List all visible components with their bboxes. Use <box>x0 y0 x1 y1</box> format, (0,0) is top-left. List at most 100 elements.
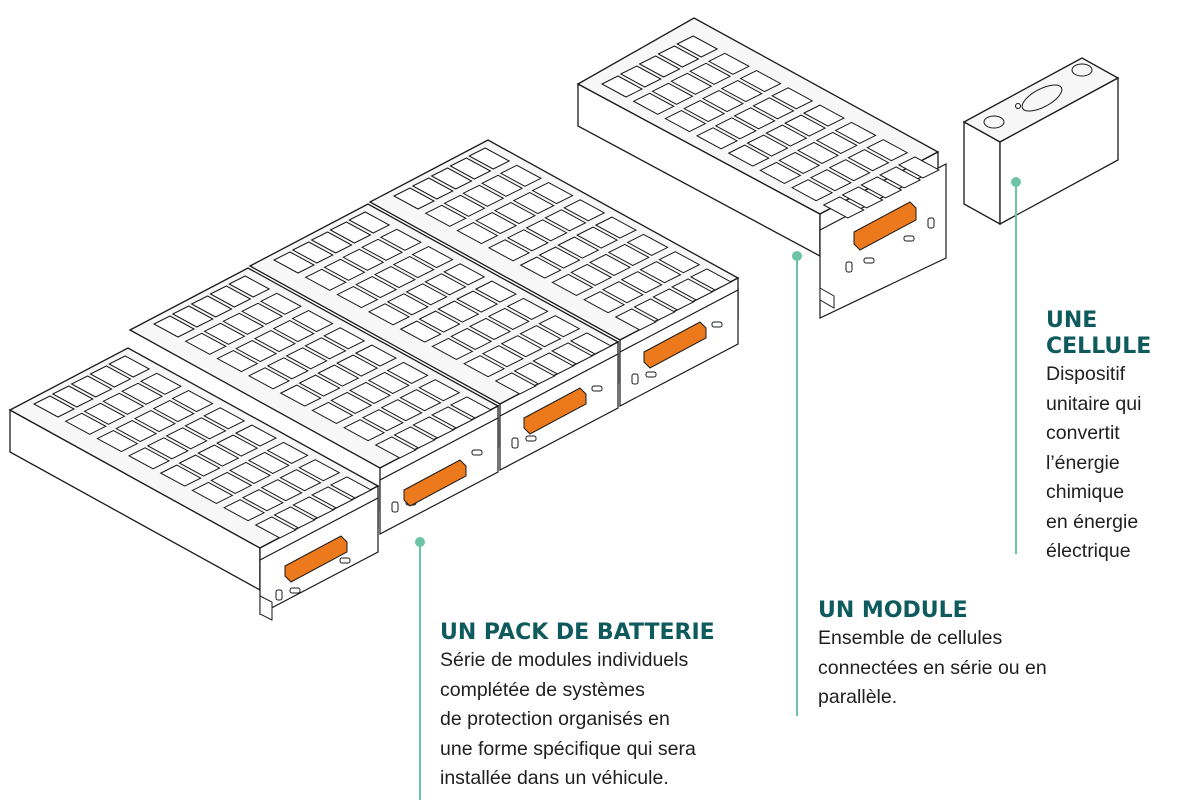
cell-tile <box>96 429 139 453</box>
cell-tile <box>462 355 506 378</box>
cell-tile <box>298 459 341 482</box>
cell-tile <box>462 184 505 207</box>
cell-tile <box>234 424 278 447</box>
cell-desc-line: électrique <box>1046 540 1131 562</box>
leader-lines <box>415 177 1021 800</box>
cell-tile <box>228 275 271 298</box>
cell-tile <box>133 409 177 433</box>
cell-tile <box>247 367 291 390</box>
cell-tile <box>866 139 909 162</box>
cell-tile <box>431 337 474 360</box>
cell-tile <box>449 157 492 180</box>
cell-tile <box>531 181 574 205</box>
cell-tile <box>701 89 745 113</box>
cell-tile <box>570 263 613 286</box>
cell-tile <box>209 285 252 308</box>
cell-tile <box>393 426 436 449</box>
cell-tile <box>424 273 467 296</box>
cell-tile <box>273 506 316 529</box>
cell-tile <box>569 332 613 355</box>
cell-tile <box>600 75 644 98</box>
cell-tile <box>386 293 429 316</box>
cell-tile <box>380 399 423 422</box>
cell-tile <box>538 315 581 338</box>
cell-tile <box>178 454 221 477</box>
cell-tile <box>70 375 113 398</box>
cell-tile <box>272 319 315 343</box>
cell-tile <box>367 303 411 326</box>
cell-tile <box>260 479 303 502</box>
cell-tile <box>544 209 587 232</box>
cell-tile <box>310 231 353 254</box>
cell-tile <box>89 365 132 388</box>
cell-tile <box>259 292 302 315</box>
cell-tile <box>739 69 782 93</box>
cell-tile <box>361 409 404 432</box>
cell-tile <box>102 392 145 415</box>
cell-tile <box>152 315 196 338</box>
cell-tile <box>671 278 714 301</box>
cell-tile <box>386 361 429 384</box>
cell-tile <box>411 245 454 269</box>
cell-tile <box>619 65 662 88</box>
cell-tile <box>765 124 808 147</box>
cell-desc-line: unitaire qui <box>1046 392 1142 415</box>
cell-tile <box>720 79 763 103</box>
cell-tile <box>279 384 322 407</box>
cell-tile <box>115 419 158 443</box>
battery-pack <box>8 139 740 621</box>
cell-tile <box>311 401 354 424</box>
cell-tile <box>342 419 386 442</box>
cell-tile <box>292 496 335 519</box>
cell-tile <box>607 243 650 266</box>
cell-tile <box>203 407 246 430</box>
cell-tile <box>216 434 259 457</box>
cell-tile <box>809 169 852 192</box>
cell-title: UNE CELLULE <box>1046 308 1152 359</box>
cell-tile <box>184 332 227 355</box>
cell-tile <box>802 104 846 127</box>
cell-tile <box>594 216 638 239</box>
cell-tile <box>139 372 182 395</box>
cell-tile <box>733 107 776 130</box>
cell-tile <box>235 339 278 363</box>
cell-tile <box>860 176 903 199</box>
cell-tile <box>348 381 392 404</box>
pack-desc-line: une forme spécifique qui sera <box>440 737 696 760</box>
cell-tile <box>847 149 890 172</box>
module-desc-line: connectées en série ou en <box>818 656 1047 679</box>
cell-tile <box>746 134 789 157</box>
cell-tile <box>822 196 865 219</box>
cell-tile <box>355 275 398 299</box>
cell-tile <box>506 297 549 320</box>
cell-tile <box>632 92 675 115</box>
cell-tile <box>778 151 821 174</box>
cell-tile <box>405 283 448 306</box>
cell-tile <box>506 229 549 252</box>
cell-tile <box>379 228 422 251</box>
cell-tile <box>342 248 385 271</box>
cell-tile <box>576 226 619 249</box>
cell-tile <box>184 417 227 440</box>
cell-tile <box>190 295 233 318</box>
cell-tile <box>639 261 682 284</box>
cell-tile <box>418 310 461 333</box>
cell-tile <box>336 285 379 309</box>
pack-desc-line: installée dans un véhicule. <box>440 767 669 789</box>
cell-tile <box>494 372 537 395</box>
cell-tile <box>266 441 309 464</box>
module-title: UN MODULE <box>818 598 968 623</box>
cell-tile <box>689 268 733 291</box>
cell-tile <box>790 179 834 202</box>
cell-tile <box>51 385 94 408</box>
cell-tile <box>456 290 499 313</box>
cell-tile <box>32 395 76 418</box>
cell-tile <box>796 141 840 164</box>
cell-tile <box>683 99 726 123</box>
cell-tile <box>392 255 435 279</box>
cell-tile <box>171 305 214 328</box>
cell-tile <box>664 109 707 133</box>
battery-cell <box>962 57 1120 226</box>
cell-tile <box>828 159 871 182</box>
cell-tile <box>512 191 555 215</box>
